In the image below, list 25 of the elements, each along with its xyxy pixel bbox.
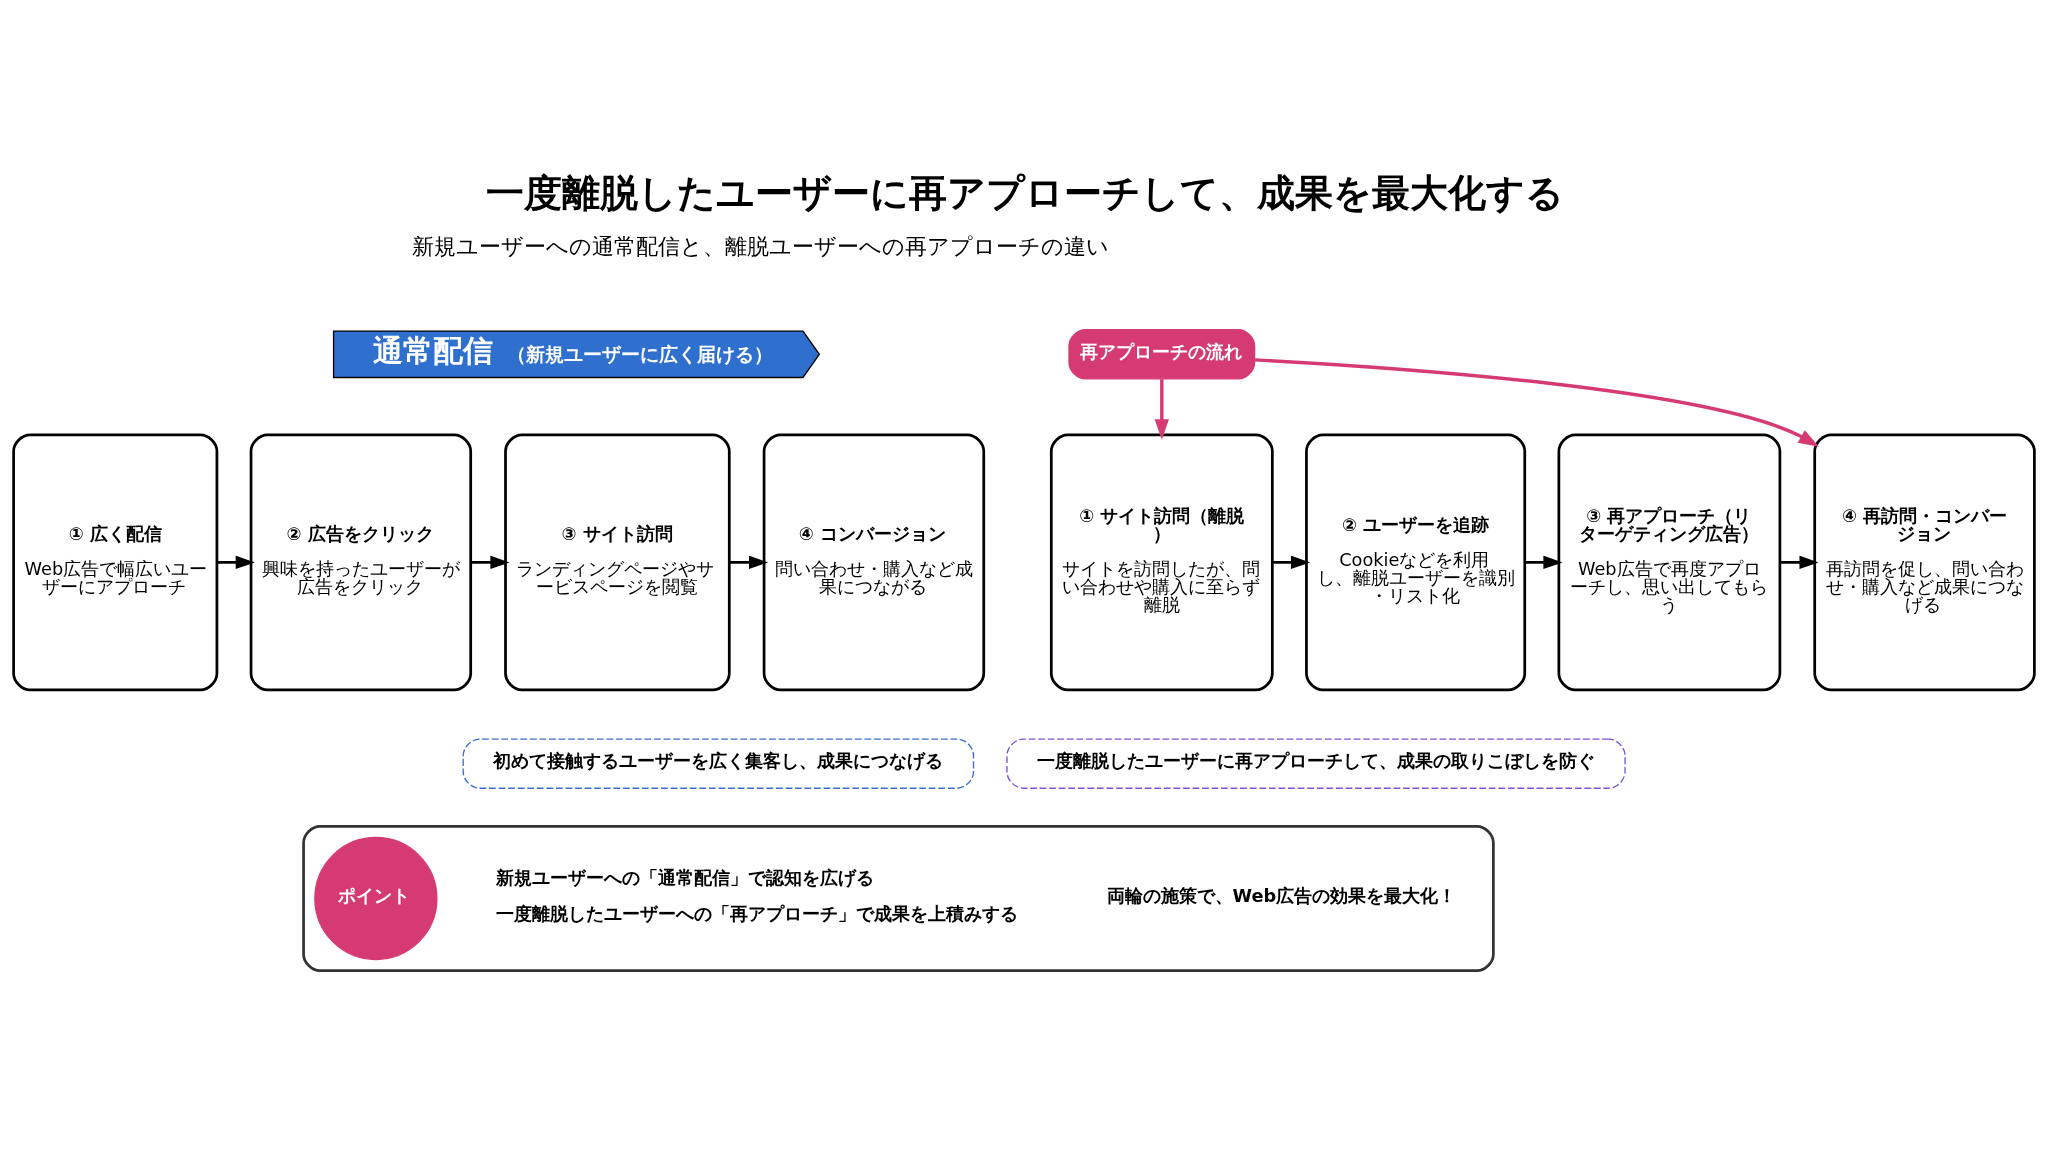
cluster — [302, 824, 1495, 972]
node-box: ③ 再アプローチ（リターゲティング広告） Web広告で再度アプローチし、思い出してもらう — [1557, 432, 1782, 691]
node-box: ① サイト訪問（離脱） サイトを訪問したが、問い合わせや購入に至らず離脱 — [1049, 432, 1274, 691]
node-box: ② ユーザーを追跡 Cookieなどを利用し、離脱ユーザーを識別・リスト化 — [1305, 432, 1527, 691]
arrow — [1255, 357, 1819, 447]
arrow — [1780, 555, 1819, 569]
node-box: ③ サイト訪問 ランディングページやサービスページを閲覧 — [504, 432, 731, 691]
node-box: ④ 再訪問・コンバージョン 再訪問を促し、問い合わせ・購入など成果につなげる — [1813, 432, 2036, 691]
node-box: 一度離脱したユーザーに再アプローチして、成果の取りこぼしを防ぐ — [1006, 737, 1626, 789]
arrow — [1272, 555, 1311, 569]
arrow — [1525, 555, 1563, 569]
node-text: 両輪の施策で、Web広告の効果を最大化！ — [1106, 885, 1457, 906]
arrow — [216, 555, 255, 569]
node-circle: ポイント — [314, 836, 438, 960]
arrow — [729, 555, 769, 569]
arrow — [471, 555, 510, 569]
label: 新規ユーザーへの通常配信と、離脱ユーザーへの再アプローチの違い — [412, 233, 1110, 259]
node-text: 新規ユーザーへの「通常配信」で認知を広げる 一度離脱したユーザーへの「再アプローチ」で成果を上積みする — [495, 867, 1018, 924]
node-box: 再アプローチの流れ — [1068, 328, 1256, 380]
node-box: ② 広告をクリック 興味を持ったユーザーが広告をクリック — [249, 432, 473, 691]
node-box: 初めて接触するユーザーを広く集客し、成果につなげる — [462, 737, 975, 789]
node-box: ① 広く配信 Web広告で幅広いユーザーにアプローチ — [12, 432, 219, 691]
diagram-title: 一度離脱したユーザーに再アプローチして、成果を最大化する — [486, 170, 1565, 215]
arrow — [1154, 378, 1169, 440]
node-box: ④ コンバージョン 問い合わせ・購入など成果につながる — [762, 432, 986, 691]
